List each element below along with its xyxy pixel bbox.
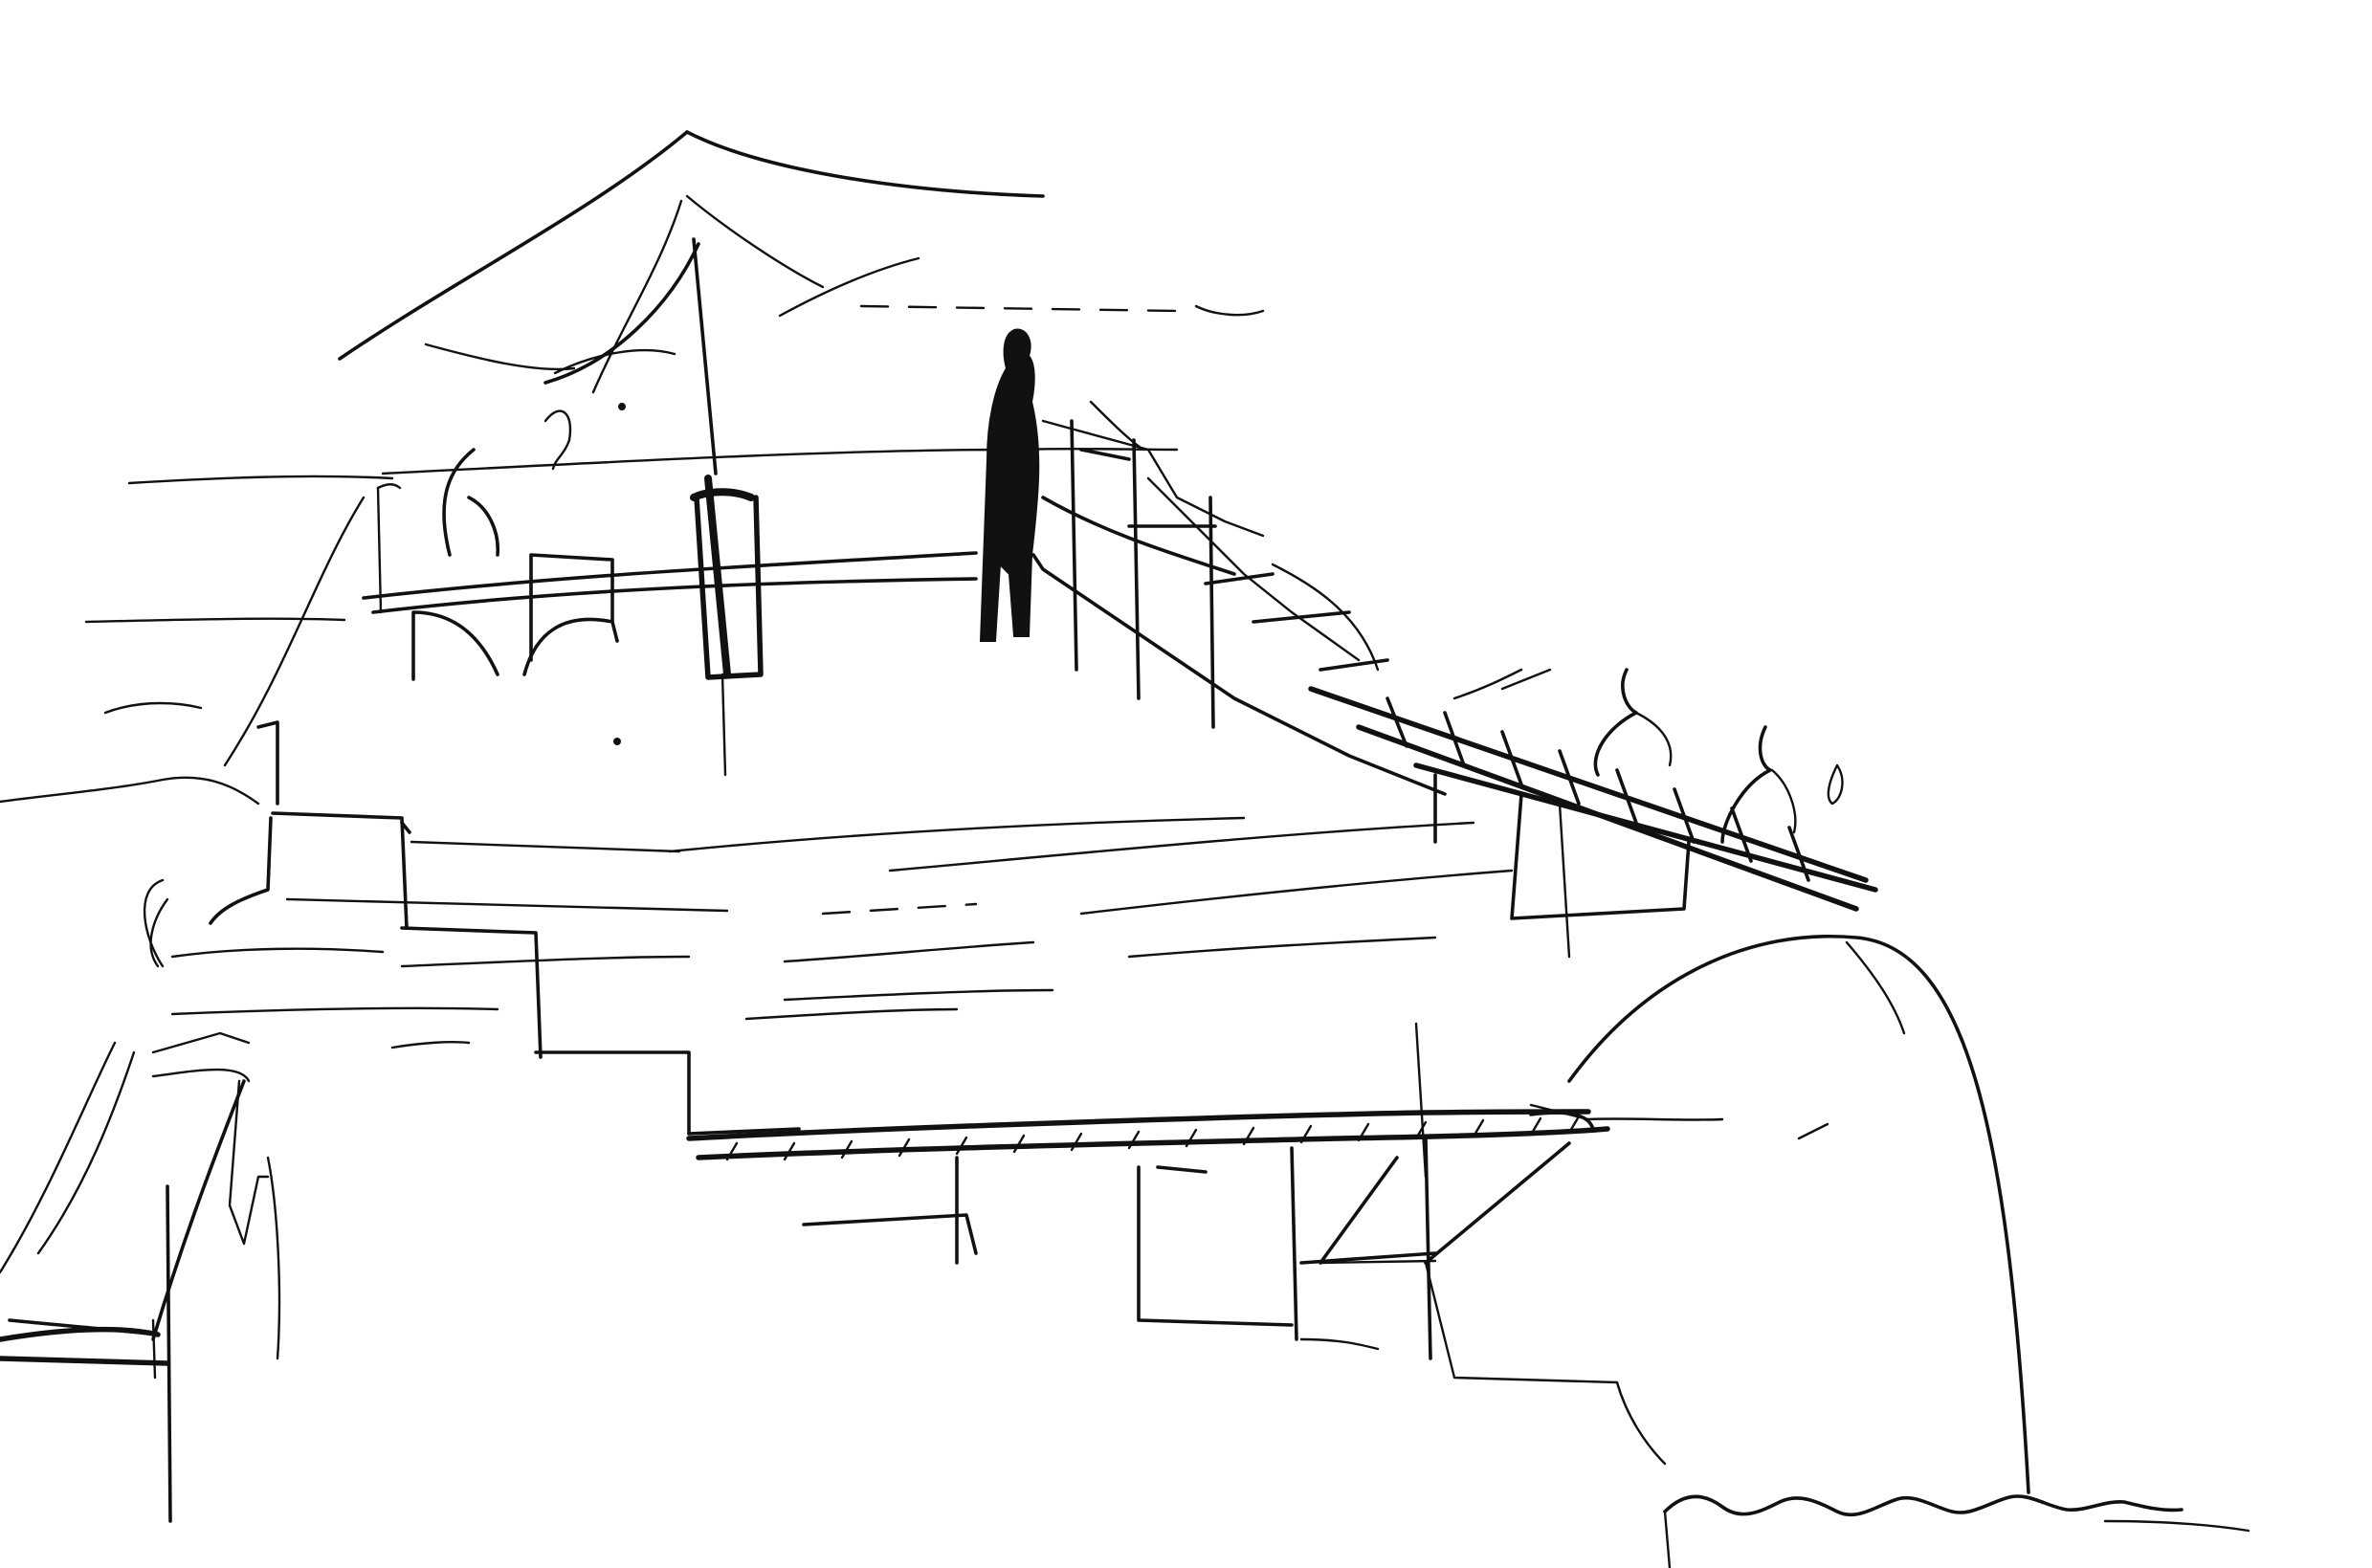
lantern-post — [690, 475, 764, 777]
distant-hills — [338, 130, 1265, 375]
ink-marks — [613, 403, 1590, 1265]
water-waves — [1663, 1494, 2250, 1533]
lower-deck-rail — [686, 1109, 1610, 1360]
curved-rock — [1567, 935, 2030, 1494]
stepped-walls — [143, 720, 978, 1255]
foreground-cliff — [1414, 1022, 1672, 1568]
left-stair-structure — [0, 1031, 281, 1523]
standing-figure — [979, 328, 1040, 642]
upper-deck — [223, 409, 978, 767]
back-ground-lines — [0, 447, 1179, 806]
mast-with-cables — [543, 194, 825, 475]
bridge-walkway — [1308, 668, 1878, 959]
terrace-floor-lines — [170, 816, 1514, 1049]
right-stair-ramp — [1031, 400, 1523, 796]
